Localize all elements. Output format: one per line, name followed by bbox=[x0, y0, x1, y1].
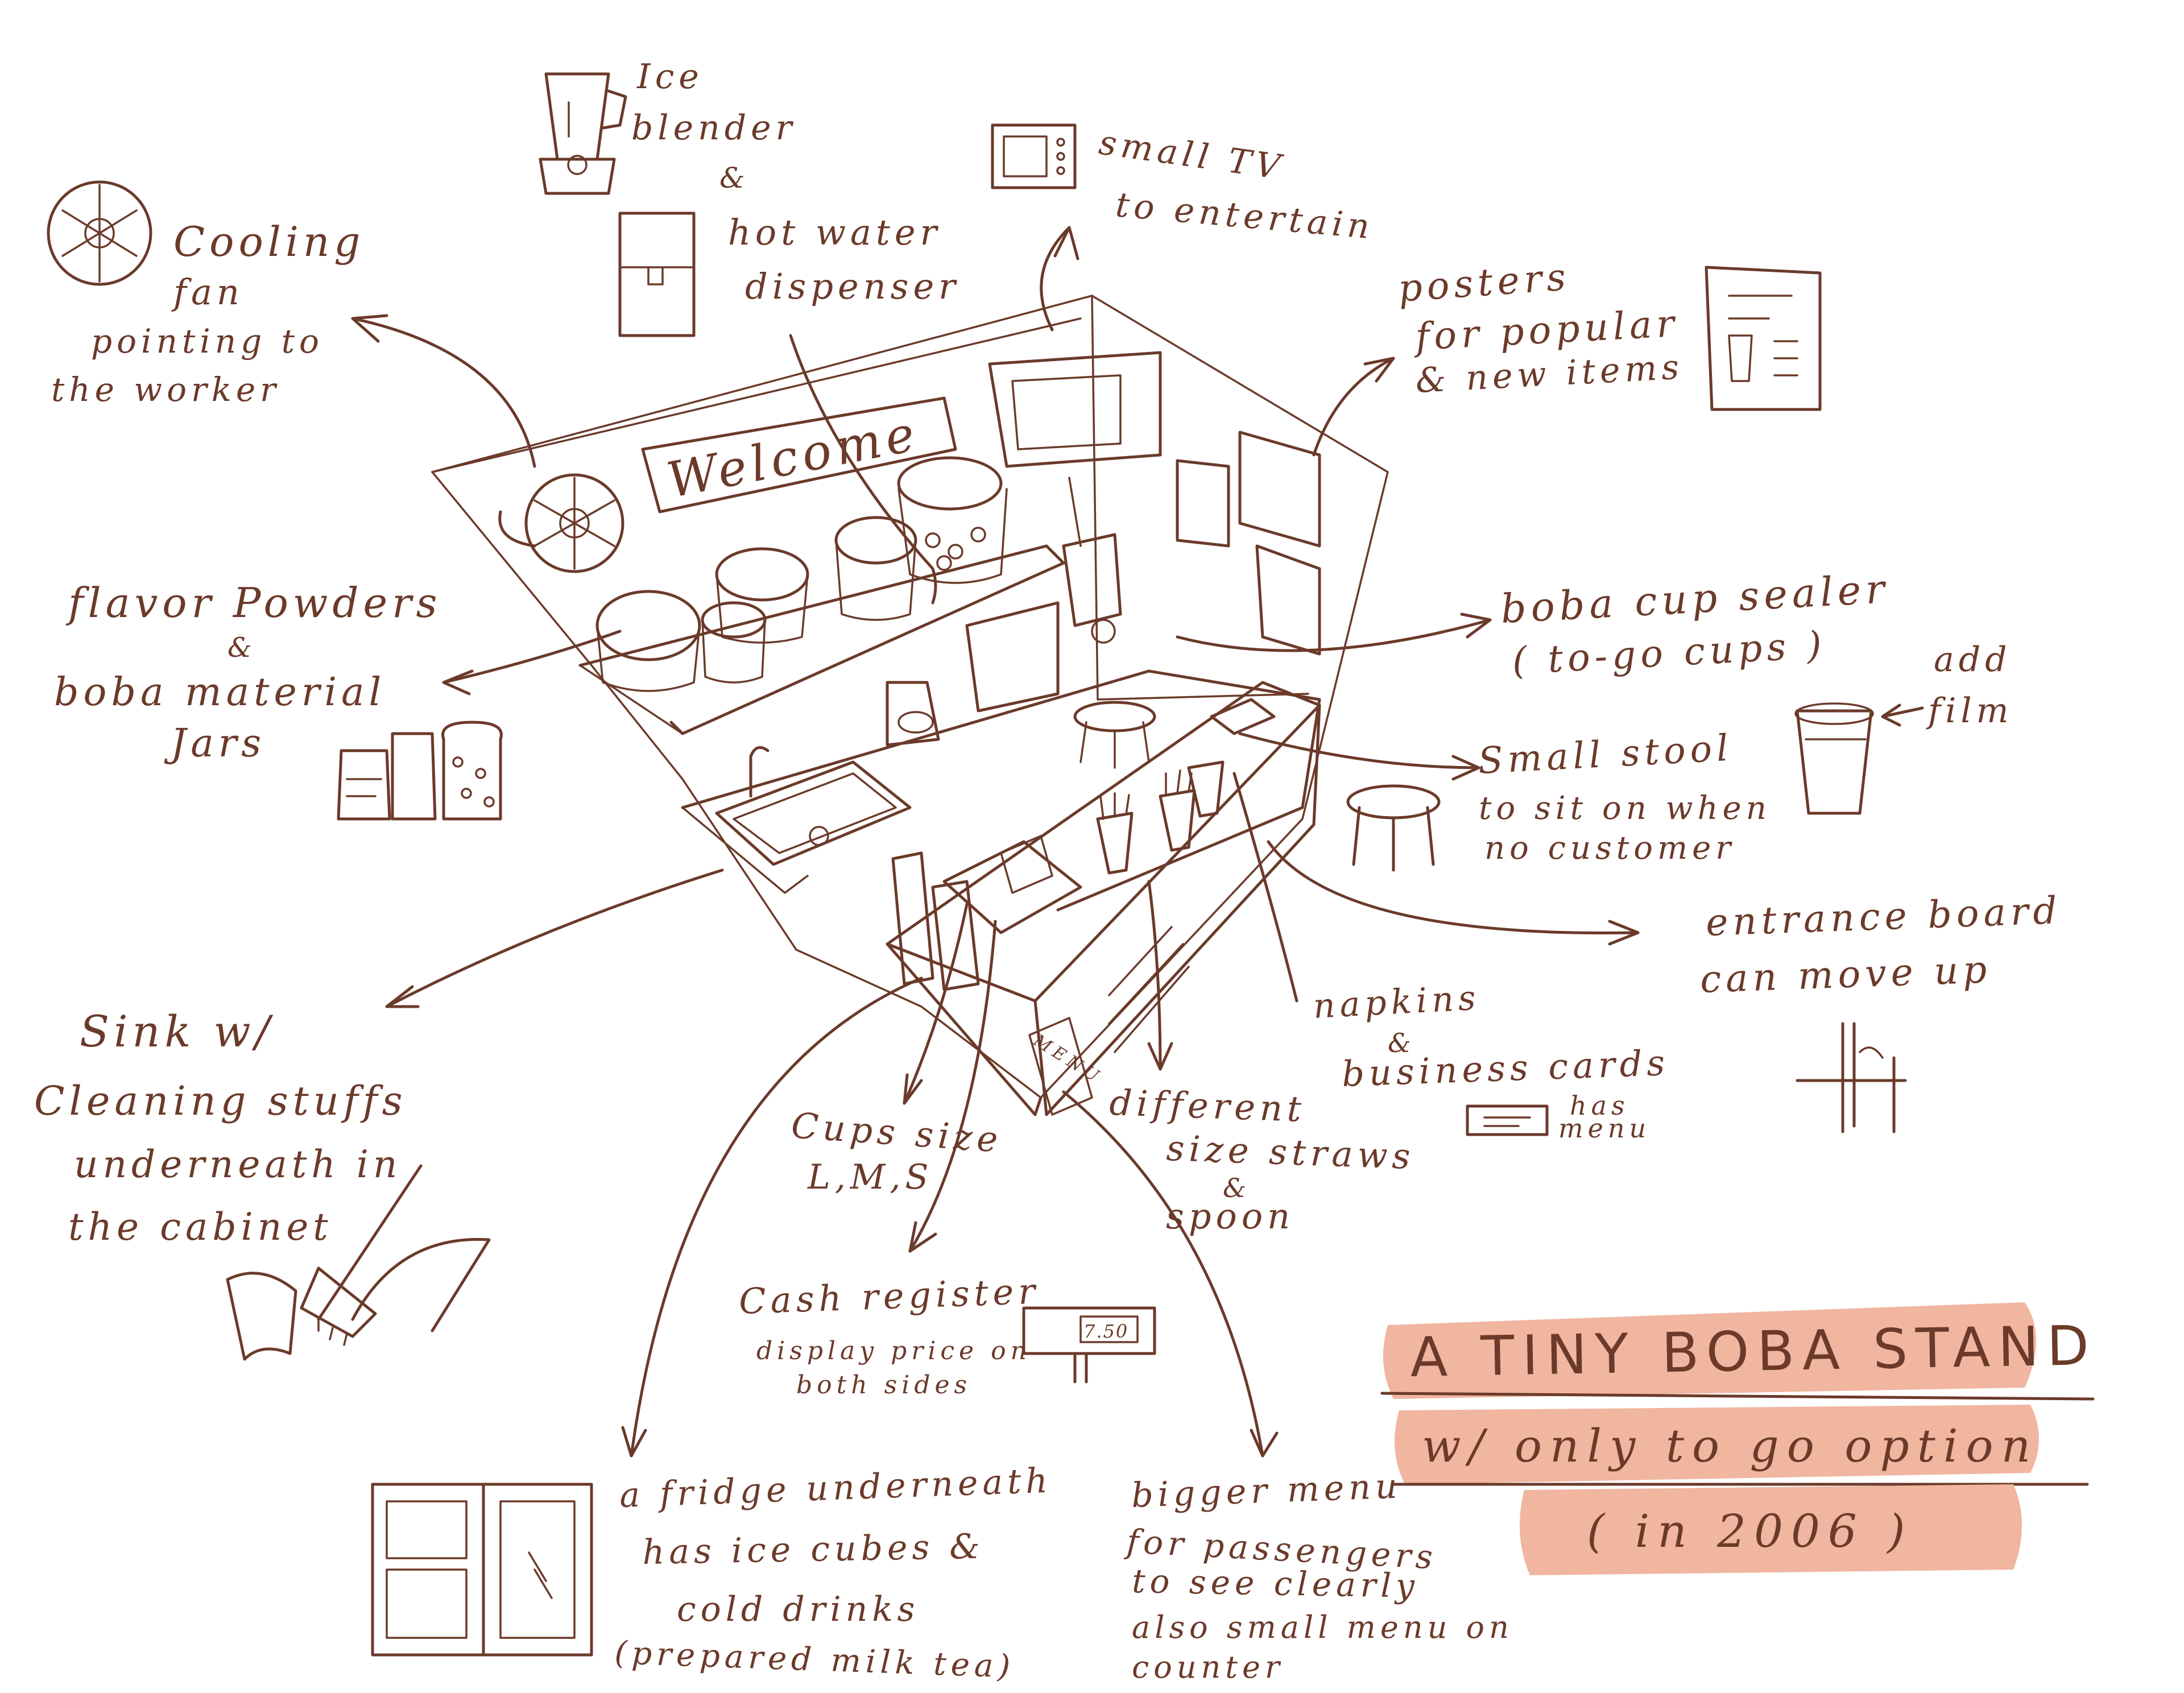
svg-text:Cash register: Cash register bbox=[738, 1270, 1040, 1322]
jars-icon bbox=[337, 721, 503, 821]
wall-posters-drawing bbox=[1176, 431, 1321, 656]
fridge-icon bbox=[371, 1483, 593, 1657]
svg-text:can move up: can move up bbox=[1699, 947, 1992, 1001]
sealed-cup-icon bbox=[1794, 702, 1924, 815]
title-line-2: w/ only to go option bbox=[1422, 1419, 2038, 1472]
cash-register-icon: 7.50 bbox=[1022, 1306, 1156, 1384]
svg-text:both sides: both sides bbox=[796, 1371, 971, 1400]
label-has-menu: has menu bbox=[1558, 1090, 1651, 1144]
label-posters: posters for popular & new items bbox=[1397, 255, 1685, 401]
svg-text:boba cup sealer: boba cup sealer bbox=[1500, 565, 1891, 632]
fan-icon bbox=[47, 180, 152, 286]
svg-text:to see clearly: to see clearly bbox=[1132, 1562, 1420, 1605]
cleaning-tools-icon bbox=[226, 1164, 491, 1361]
svg-text:napkins: napkins bbox=[1312, 978, 1481, 1026]
label-entrance-board: entrance board can move up bbox=[1699, 888, 2062, 1001]
svg-text:fan: fan bbox=[171, 271, 244, 313]
svg-text:(prepared milk tea): (prepared milk tea) bbox=[614, 1634, 1016, 1686]
svg-text:bigger menu: bigger menu bbox=[1131, 1466, 1403, 1516]
svg-text:no customer: no customer bbox=[1484, 830, 1735, 867]
svg-text:L,M,S: L,M,S bbox=[807, 1157, 933, 1197]
label-cash-register: Cash register display price on both side… bbox=[738, 1270, 1040, 1400]
title-line-3: ( in 2006 ) bbox=[1587, 1505, 1913, 1558]
label-ice-blender: Ice blender & hot water dispenser bbox=[631, 57, 960, 307]
inside-stool-drawing bbox=[1073, 701, 1156, 769]
blender-icon bbox=[539, 72, 627, 195]
label-cooling-fan: Cooling fan pointing to the worker bbox=[51, 218, 365, 409]
svg-text:&: & bbox=[719, 162, 750, 194]
title-block: A TINY BOBA STAND w/ only to go option (… bbox=[1380, 1302, 2098, 1575]
label-cups: Cups size L,M,S bbox=[790, 1104, 1004, 1197]
price-display-text: 7.50 bbox=[1083, 1321, 1128, 1342]
svg-text:different: different bbox=[1108, 1082, 1306, 1130]
label-straws: different size straws & spoon bbox=[1108, 1082, 1415, 1237]
svg-text:cold drinks: cold drinks bbox=[677, 1589, 919, 1629]
label-add-film: add film bbox=[1926, 640, 2013, 731]
svg-text:has ice cubes &: has ice cubes & bbox=[642, 1527, 985, 1572]
svg-text:the cabinet: the cabinet bbox=[68, 1205, 333, 1249]
svg-text:( to-go cups ): ( to-go cups ) bbox=[1511, 623, 1827, 683]
label-flavor-powders: flavor Powders & boba material Jars bbox=[54, 579, 442, 766]
svg-text:to entertain: to entertain bbox=[1114, 185, 1376, 247]
svg-text:has: has bbox=[1570, 1090, 1629, 1121]
stool-icon bbox=[1346, 784, 1441, 872]
svg-text:display price on: display price on bbox=[756, 1336, 1031, 1365]
svg-text:Small stool: Small stool bbox=[1477, 727, 1734, 783]
wall-fan-drawing bbox=[498, 473, 624, 573]
shelf-jars-drawing bbox=[595, 456, 1008, 692]
svg-text:Jars: Jars bbox=[164, 721, 266, 766]
label-bigger-menu: bigger menu for passengers to see clearl… bbox=[1123, 1466, 1513, 1685]
tv-drawing bbox=[988, 351, 1162, 468]
svg-text:counter: counter bbox=[1132, 1649, 1284, 1685]
svg-text:&: & bbox=[1223, 1173, 1251, 1203]
svg-text:also small menu on: also small menu on bbox=[1132, 1609, 1513, 1645]
svg-text:Cooling: Cooling bbox=[173, 218, 365, 266]
svg-text:hot water: hot water bbox=[728, 212, 941, 253]
svg-text:small TV: small TV bbox=[1097, 123, 1287, 188]
stand-structure: Welcome bbox=[431, 295, 1389, 1116]
svg-text:entrance board: entrance board bbox=[1705, 888, 2062, 945]
label-cup-sealer: boba cup sealer ( to-go cups ) bbox=[1500, 565, 1891, 683]
leader-arrows bbox=[351, 226, 1640, 1458]
svg-text:Cleaning stuffs: Cleaning stuffs bbox=[34, 1078, 407, 1124]
svg-text:a fridge underneath: a fridge underneath bbox=[619, 1460, 1053, 1516]
svg-text:blender: blender bbox=[631, 108, 796, 148]
svg-text:pointing to: pointing to bbox=[91, 322, 324, 361]
title-line-1: A TINY BOBA STAND bbox=[1409, 1314, 2097, 1389]
svg-text:underneath in: underneath in bbox=[74, 1143, 402, 1186]
poster-icon bbox=[1705, 266, 1822, 411]
svg-text:Ice: Ice bbox=[636, 57, 704, 97]
label-small-stool: Small stool to sit on when no customer bbox=[1477, 727, 1771, 867]
label-small-tv: small TV to entertain bbox=[1097, 123, 1376, 247]
label-fridge: a fridge underneath has ice cubes & cold… bbox=[614, 1460, 1053, 1685]
svg-text:Sink w/: Sink w/ bbox=[80, 1006, 274, 1057]
cup-sealer-drawing bbox=[1062, 477, 1122, 644]
svg-text:boba material: boba material bbox=[54, 670, 386, 715]
svg-text:to sit on when: to sit on when bbox=[1479, 790, 1771, 827]
label-sink: Sink w/ Cleaning stuffs underneath in th… bbox=[34, 1006, 407, 1249]
svg-text:dispenser: dispenser bbox=[745, 266, 960, 307]
under-shelf-appliances bbox=[886, 601, 1060, 747]
svg-text:&: & bbox=[228, 632, 257, 664]
svg-text:&: & bbox=[1388, 1028, 1416, 1058]
svg-text:size straws: size straws bbox=[1165, 1127, 1415, 1177]
entrance-board-icon bbox=[1796, 1022, 1907, 1133]
small-tv-icon bbox=[991, 123, 1077, 189]
water-dispenser-icon bbox=[618, 212, 696, 337]
svg-text:the worker: the worker bbox=[51, 370, 280, 409]
sink-drawing bbox=[715, 746, 912, 866]
welcome-sign: Welcome bbox=[641, 396, 957, 514]
svg-text:film: film bbox=[1926, 691, 2013, 731]
label-napkins: napkins & business cards bbox=[1312, 978, 1670, 1095]
svg-text:Cups size: Cups size bbox=[790, 1104, 1004, 1161]
svg-text:menu: menu bbox=[1558, 1113, 1651, 1144]
svg-text:spoon: spoon bbox=[1166, 1195, 1294, 1237]
business-card-icon bbox=[1466, 1104, 1549, 1136]
svg-text:add: add bbox=[1934, 640, 2012, 680]
svg-text:flavor Powders: flavor Powders bbox=[65, 579, 442, 627]
welcome-sign-text: Welcome bbox=[663, 405, 924, 510]
svg-text:posters: posters bbox=[1397, 255, 1571, 311]
front-counter: MENU bbox=[886, 681, 1321, 1116]
